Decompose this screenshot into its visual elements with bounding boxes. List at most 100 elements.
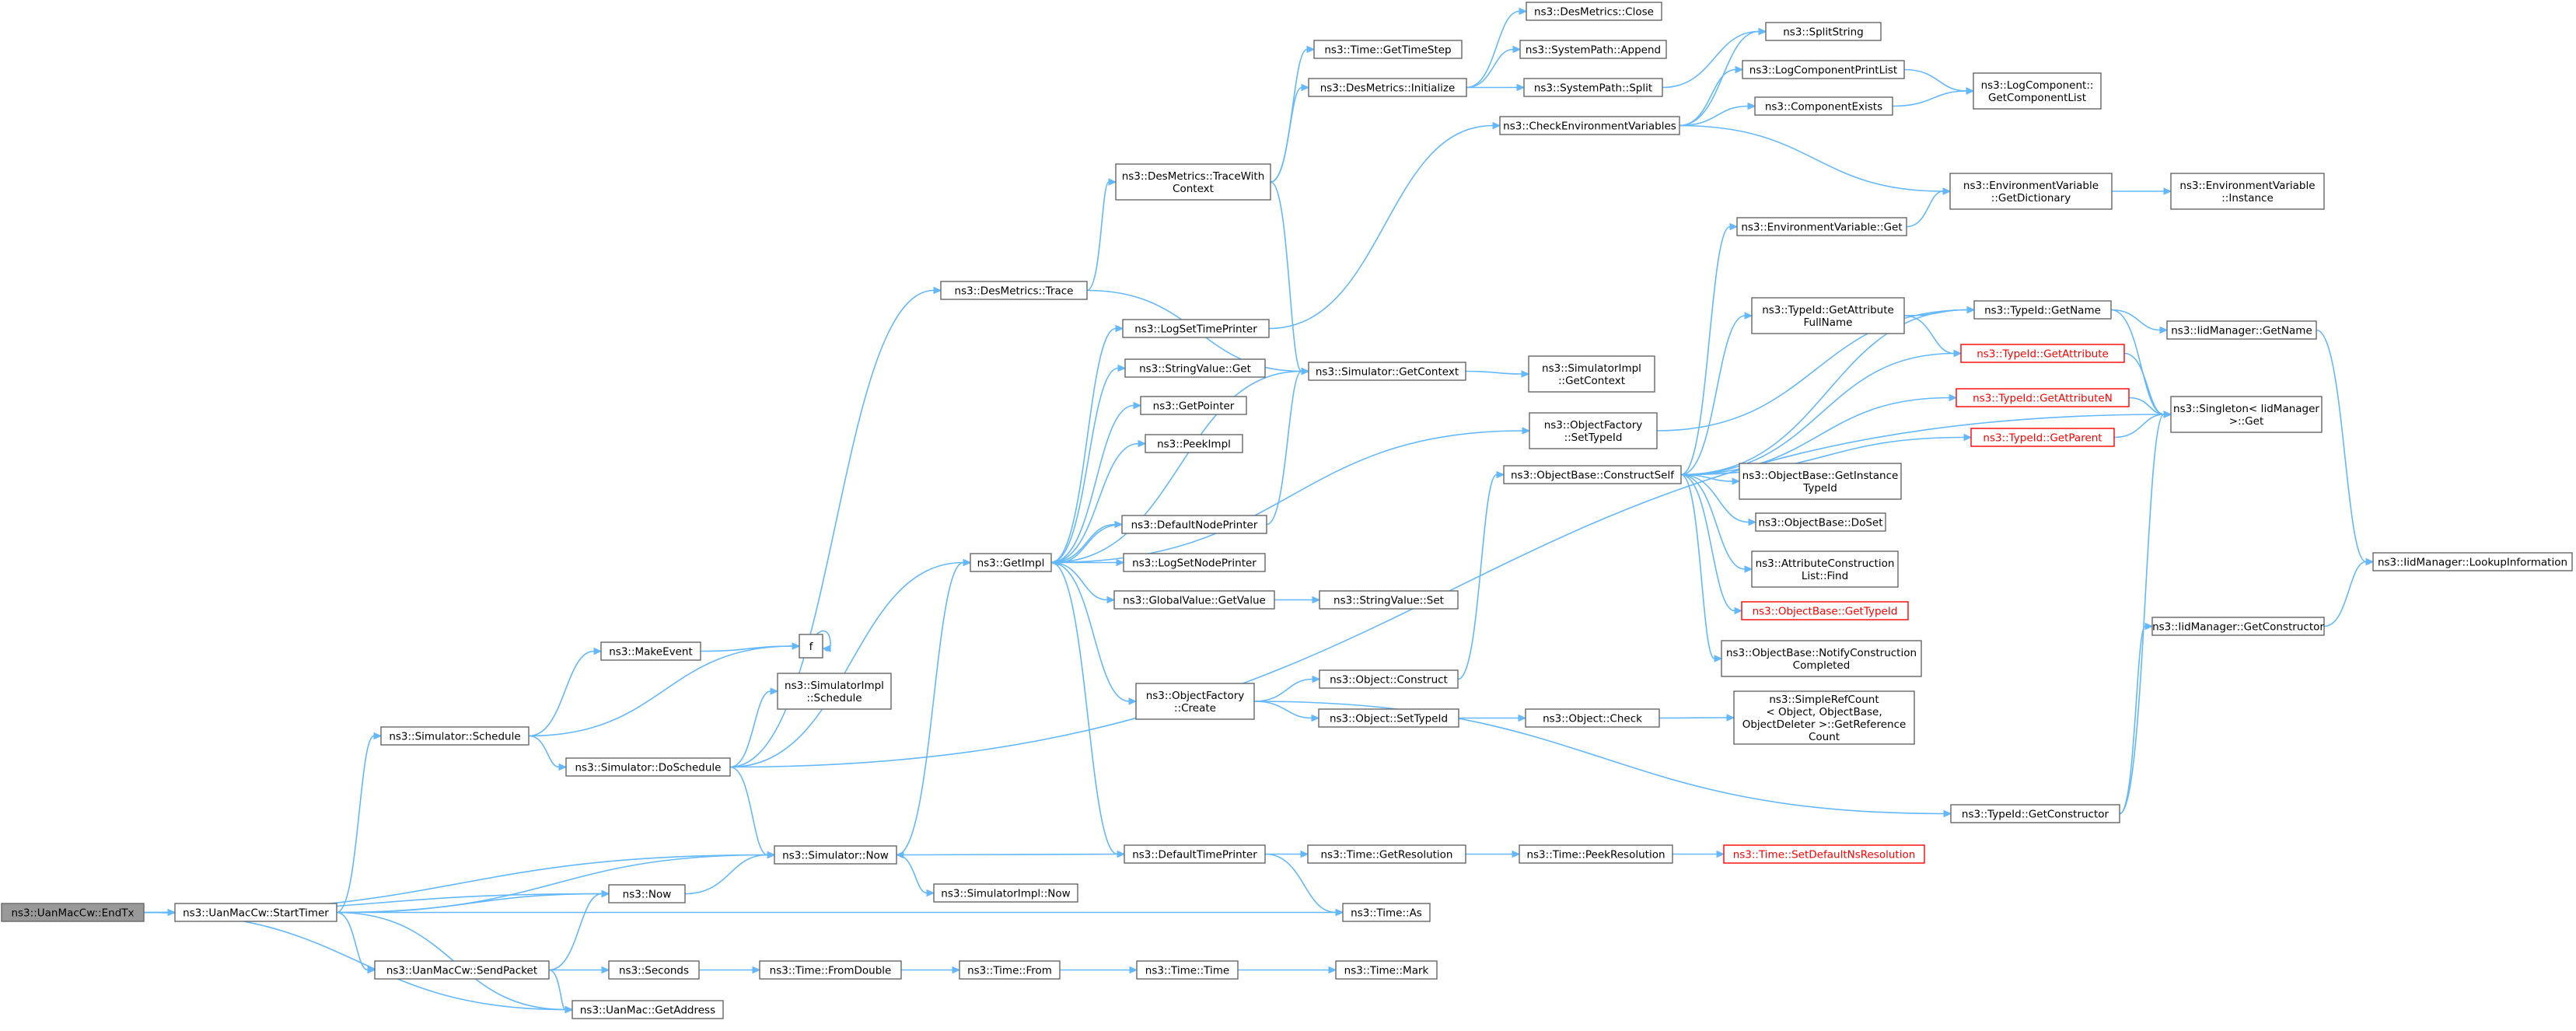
node-global-get-value[interactable]: ns3::GlobalValue::GetValue: [1113, 590, 1275, 610]
node-construct-self[interactable]: ns3::ObjectBase::ConstructSelf: [1503, 465, 1682, 484]
node-get-address[interactable]: ns3::UanMac::GetAddress: [571, 1000, 724, 1019]
node-box: [1973, 300, 2112, 320]
node-f[interactable]: f: [799, 634, 823, 659]
edge-construct-self-to-get-attribute: [1680, 349, 1963, 476]
edge-check-env-to-env-get-dict: [1679, 124, 1952, 195]
node-singleton-get[interactable]: ns3::Singleton< IidManager>::Get: [2170, 396, 2323, 433]
node-time-time[interactable]: ns3::Time::Time: [1136, 960, 1239, 980]
node-start-timer[interactable]: ns3::UanMacCw::StartTimer: [174, 903, 337, 922]
node-box: [1145, 434, 1243, 453]
node-do-set[interactable]: ns3::ObjectBase::DoSet: [1755, 512, 1886, 532]
edge-now-to-sim-now: [684, 851, 776, 895]
node-box: [565, 757, 731, 777]
node-label: ns3::SimulatorImpl::Now: [941, 888, 1070, 900]
node-label: < Object, ObjectBase,: [1766, 706, 1882, 718]
node-simple-ref-count[interactable]: ns3::SimpleRefCount< Object, ObjectBase,…: [1733, 690, 1915, 745]
node-label: ns3::Seconds: [619, 965, 689, 977]
node-default-node-printer[interactable]: ns3::DefaultNodePrinter: [1121, 515, 1267, 534]
node-seconds[interactable]: ns3::Seconds: [608, 960, 700, 980]
node-comp-exists[interactable]: ns3::ComponentExists: [1754, 96, 1893, 116]
node-label: ns3::Time::PeekResolution: [1526, 849, 1665, 861]
node-label: ns3::EnvironmentVariable: [1963, 180, 2099, 192]
edge-get-impl-to-obj-factory-create: [1050, 561, 1138, 705]
edge-sim-get-context-to-sim-impl-get-context: [1465, 370, 1530, 378]
node-box: [1970, 428, 2115, 447]
node-string-value-set[interactable]: ns3::StringValue::Set: [1319, 590, 1459, 610]
node-log-comp-print-list[interactable]: ns3::LogComponentPrintList: [1742, 60, 1905, 79]
edge-get-impl-to-global-get-value: [1050, 561, 1116, 604]
node-sim-now[interactable]: ns3::Simulator::Now: [774, 845, 897, 865]
node-end-tx[interactable]: ns3::UanMacCw::EndTx: [1, 903, 145, 922]
node-label: ::GetContext: [1558, 375, 1625, 387]
node-get-comp-list[interactable]: ns3::LogComponent::GetComponentList: [1973, 72, 2102, 110]
node-iid-get-constructor[interactable]: ns3::IidManager::GetConstructor: [2151, 617, 2325, 636]
node-label: ns3::Simulator::DoSchedule: [575, 762, 722, 774]
edge-obj-factory-create-to-type-id-get-constructor: [1253, 701, 1952, 818]
node-box: [1335, 960, 1438, 980]
node-from-double[interactable]: ns3::Time::FromDouble: [759, 960, 902, 980]
node-path-split[interactable]: ns3::SystemPath::Split: [1523, 78, 1663, 97]
node-des-trace[interactable]: ns3::DesMetrics::Trace: [940, 281, 1088, 300]
node-des-close[interactable]: ns3::DesMetrics::Close: [1526, 2, 1662, 21]
node-time-from[interactable]: ns3::Time::From: [959, 960, 1061, 980]
node-env-instance[interactable]: ns3::EnvironmentVariable::Instance: [2170, 173, 2325, 210]
edge-sim-now-to-get-impl: [896, 558, 972, 856]
node-get-pointer[interactable]: ns3::GetPointer: [1140, 396, 1247, 415]
node-obj-factory-set-type-id[interactable]: ns3::ObjectFactory::SetTypeId: [1529, 412, 1658, 449]
node-type-id-get-name[interactable]: ns3::TypeId::GetName: [1973, 300, 2112, 320]
node-time-mark[interactable]: ns3::Time::Mark: [1335, 960, 1438, 980]
node-obj-check[interactable]: ns3::Object::Check: [1525, 708, 1660, 728]
node-sim-impl-now[interactable]: ns3::SimulatorImpl::Now: [933, 883, 1078, 903]
node-get-parent[interactable]: ns3::TypeId::GetParent: [1970, 428, 2115, 447]
node-log-set-time-printer[interactable]: ns3::LogSetTimePrinter: [1122, 319, 1270, 338]
node-default-time-printer[interactable]: ns3::DefaultTimePrinter: [1124, 844, 1266, 864]
node-path-append[interactable]: ns3::SystemPath::Append: [1519, 40, 1667, 59]
node-sim-impl-schedule[interactable]: ns3::SimulatorImpl::Schedule: [777, 673, 892, 710]
node-set-default-ns-res[interactable]: ns3::Time::SetDefaultNsResolution: [1723, 844, 1925, 864]
node-send-packet[interactable]: ns3::UanMacCw::SendPacket: [374, 960, 550, 980]
node-do-schedule[interactable]: ns3::Simulator::DoSchedule: [565, 757, 731, 777]
node-get-impl[interactable]: ns3::GetImpl: [970, 553, 1052, 572]
node-split-string[interactable]: ns3::SplitString: [1765, 22, 1882, 41]
edge-make-event-to-f: [700, 642, 801, 652]
node-des-initialize[interactable]: ns3::DesMetrics::Initialize: [1308, 78, 1467, 97]
node-env-get[interactable]: ns3::EnvironmentVariable::Get: [1736, 217, 1907, 236]
node-lookup-info[interactable]: ns3::IidManager::LookupInformation: [2372, 552, 2573, 571]
node-box: [1956, 388, 2130, 407]
node-peek-resolution[interactable]: ns3::Time::PeekResolution: [1519, 844, 1673, 864]
node-sim-get-context[interactable]: ns3::Simulator::GetContext: [1308, 362, 1466, 381]
node-label: ns3::SystemPath::Split: [1534, 82, 1652, 95]
node-box: [1319, 590, 1459, 610]
node-get-attribute[interactable]: ns3::TypeId::GetAttribute: [1960, 344, 2125, 363]
node-obj-factory-create[interactable]: ns3::ObjectFactory::Create: [1135, 683, 1255, 720]
node-box: [799, 634, 823, 659]
node-type-id-get-constructor[interactable]: ns3::TypeId::GetConstructor: [1950, 804, 2120, 823]
node-log-set-node-printer[interactable]: ns3::LogSetNodePrinter: [1123, 553, 1266, 572]
node-label: ns3::GlobalValue::GetValue: [1123, 595, 1266, 607]
node-sim-schedule[interactable]: ns3::Simulator::Schedule: [380, 726, 530, 746]
node-sim-impl-get-context[interactable]: ns3::SimulatorImpl::GetContext: [1528, 355, 1655, 393]
node-label: ns3::AttributeConstruction: [1756, 557, 1895, 570]
node-iid-get-name[interactable]: ns3::IidManager::GetName: [2166, 320, 2317, 340]
node-peek-impl[interactable]: ns3::PeekImpl: [1145, 434, 1243, 453]
node-notify-constr[interactable]: ns3::ObjectBase::NotifyConstructionCompl…: [1721, 640, 1922, 677]
node-get-attribute-n[interactable]: ns3::TypeId::GetAttributeN: [1956, 388, 2130, 407]
node-now[interactable]: ns3::Now: [608, 884, 686, 903]
node-obj-base-get-type-id[interactable]: ns3::ObjectBase::GetTypeId: [1741, 601, 1909, 620]
node-time-as[interactable]: ns3::Time::As: [1342, 903, 1431, 922]
node-env-get-dict[interactable]: ns3::EnvironmentVariable::GetDictionary: [1949, 173, 2113, 210]
node-check-env[interactable]: ns3::CheckEnvironmentVariables: [1499, 116, 1680, 135]
node-box: [1739, 463, 1902, 500]
node-obj-set-type-id[interactable]: ns3::Object::SetTypeId: [1318, 708, 1459, 728]
node-obj-construct[interactable]: ns3::Object::Construct: [1319, 669, 1459, 689]
node-get-resolution[interactable]: ns3::Time::GetResolution: [1307, 844, 1466, 864]
node-make-event[interactable]: ns3::MakeEvent: [600, 641, 701, 661]
node-box: [2170, 173, 2325, 210]
edge-obj-construct-to-construct-self: [1457, 470, 1505, 680]
node-string-value-get[interactable]: ns3::StringValue::Get: [1124, 358, 1266, 378]
node-get-time-step[interactable]: ns3::Time::GetTimeStep: [1313, 40, 1463, 59]
